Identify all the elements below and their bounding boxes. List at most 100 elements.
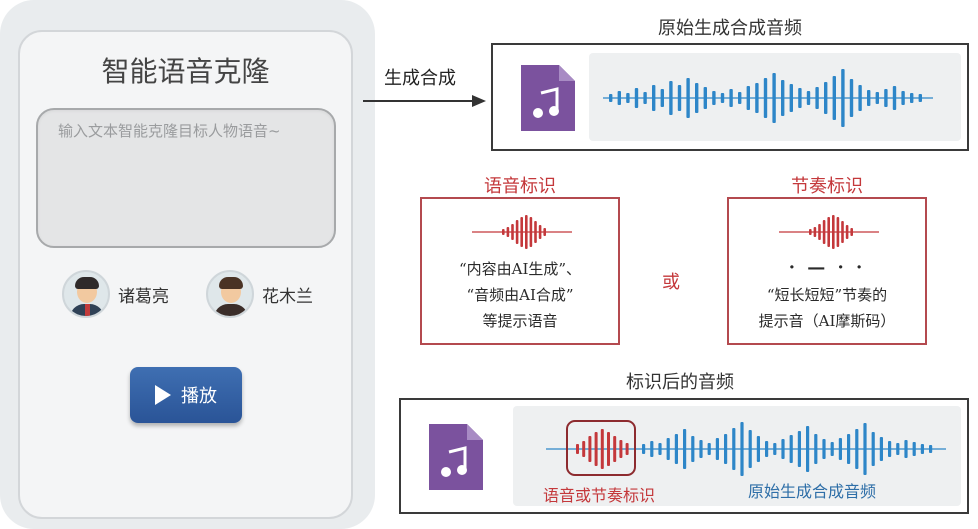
waveform-bar xyxy=(929,445,933,453)
rhythm-marker-waveform xyxy=(779,215,879,249)
audio-caption: 原始生成合成音频 xyxy=(748,482,877,501)
voice-marker-line-2: “音频由AI合成” xyxy=(466,286,574,304)
waveform-bar xyxy=(634,88,639,108)
rhythm-marker-line-1: “短长短短”节奏的 xyxy=(766,286,888,304)
marker-highlight-frame xyxy=(566,420,636,476)
waveform-bar xyxy=(781,80,785,116)
waveform-bar xyxy=(867,90,871,106)
voice-option-hua-mulan[interactable]: 花木兰 xyxy=(206,270,313,318)
waveform-bar xyxy=(699,440,703,458)
waveform-bar xyxy=(850,228,853,236)
morse-code-label: · — · · xyxy=(788,257,866,278)
voice-name: 花木兰 xyxy=(262,286,313,307)
waveform-bar xyxy=(674,434,678,464)
voice-clone-screen: 智能语音克隆 输入文本智能克隆目标人物语音~ 诸葛亮 花木兰 播放 xyxy=(18,30,353,519)
waveform-bar xyxy=(534,221,537,243)
waveform-bar xyxy=(836,217,840,247)
waveform-bar xyxy=(703,87,707,109)
rhythm-marker-box: · — · · “短长短短”节奏的 提示音（AI摩斯码） xyxy=(727,197,927,345)
play-button[interactable]: 播放 xyxy=(130,367,242,423)
waveform-bar xyxy=(918,94,922,102)
waveform-bar xyxy=(904,440,908,458)
waveform-bar xyxy=(813,227,817,237)
marked-audio-title: 标识后的音频 xyxy=(626,372,734,393)
waveform-bar xyxy=(841,69,845,127)
waveform-bar xyxy=(875,92,879,104)
waveform-bar xyxy=(720,93,725,103)
voice-name: 诸葛亮 xyxy=(118,286,169,307)
voice-marker-title: 语音标识 xyxy=(484,176,556,197)
waveform-bar xyxy=(666,438,670,460)
waveform-bar xyxy=(858,85,862,111)
audio-file-icon xyxy=(521,65,575,131)
waveform-bar xyxy=(773,443,777,455)
waveform-bar xyxy=(660,89,664,107)
waveform-bar xyxy=(588,436,592,462)
waveform-bar xyxy=(707,443,711,455)
generate-arrow-label: 生成合成 xyxy=(384,68,456,89)
waveform-bar xyxy=(652,85,656,111)
waveform-bar xyxy=(888,441,892,457)
waveform-bar xyxy=(740,422,744,476)
play-button-label: 播放 xyxy=(181,386,217,407)
waveform-bar xyxy=(847,434,851,464)
waveform-bar xyxy=(594,432,598,466)
audio-file-icon xyxy=(429,424,483,490)
waveform-bar xyxy=(863,423,867,475)
waveform-bar xyxy=(884,89,888,107)
waveform-bar xyxy=(600,429,604,469)
arrow-line xyxy=(363,100,473,102)
or-label: 或 xyxy=(662,272,680,293)
marker-caption: 语音或节奏标识 xyxy=(543,486,656,505)
waveform-bar xyxy=(841,221,844,243)
waveform-bar xyxy=(617,91,621,105)
waveform-bar xyxy=(912,442,916,456)
waveform-bar xyxy=(520,217,523,247)
app-panel: 智能语音克隆 输入文本智能克隆目标人物语音~ 诸葛亮 花木兰 播放 xyxy=(0,0,375,529)
waveform-bar xyxy=(691,436,695,462)
original-audio-title: 原始生成合成音频 xyxy=(658,18,802,39)
waveform-bar xyxy=(832,215,835,249)
waveform-bar xyxy=(832,76,836,120)
waveform-bar xyxy=(879,437,883,461)
voice-marker-box: “内容由AI生成”、 “音频由AI合成” 等提示语音 xyxy=(420,197,620,345)
waveform-bar xyxy=(576,444,579,454)
waveform-bar xyxy=(871,432,875,466)
male-avatar-icon xyxy=(62,270,110,318)
waveform-bar xyxy=(582,441,586,457)
text-input-field[interactable]: 输入文本智能克隆目标人物语音~ xyxy=(36,108,336,248)
voice-marker-line-3: 等提示语音 xyxy=(482,312,558,330)
waveform-bar xyxy=(748,430,752,468)
waveform-panel xyxy=(513,406,961,506)
voice-marker-line-1: “内容由AI生成”、 xyxy=(458,260,582,278)
waveform-bar xyxy=(781,439,785,459)
waveform-bar xyxy=(658,443,662,455)
waveform-bar xyxy=(901,91,905,105)
waveform-bar xyxy=(650,441,654,457)
waveform-bar xyxy=(506,227,510,237)
waveform-bar xyxy=(838,438,842,460)
waveform-bar xyxy=(511,224,514,240)
voice-marker-waveform xyxy=(472,215,572,249)
waveform-bar xyxy=(732,428,736,470)
waveform-bar xyxy=(715,438,719,460)
waveform-bar xyxy=(806,91,811,105)
waveform-bar xyxy=(789,435,793,463)
waveform-bar xyxy=(538,225,542,239)
waveform-bar xyxy=(755,83,759,113)
waveform-bar xyxy=(806,426,810,472)
waveform-bar xyxy=(892,86,897,110)
waveform-bar xyxy=(920,444,924,454)
marked-waveform xyxy=(546,422,946,476)
waveform-bar xyxy=(763,78,768,118)
voice-option-zhuge-liang[interactable]: 诸葛亮 xyxy=(62,270,169,318)
waveform-bar xyxy=(746,86,750,110)
waveform-bar xyxy=(789,84,793,112)
waveform-bar xyxy=(613,436,617,462)
waveform-bar xyxy=(686,78,690,118)
waveform-bar xyxy=(765,441,769,457)
waveform-bar xyxy=(855,429,859,469)
original-waveform xyxy=(603,69,933,127)
waveform-bar xyxy=(772,73,776,123)
waveform-bar xyxy=(798,88,802,108)
